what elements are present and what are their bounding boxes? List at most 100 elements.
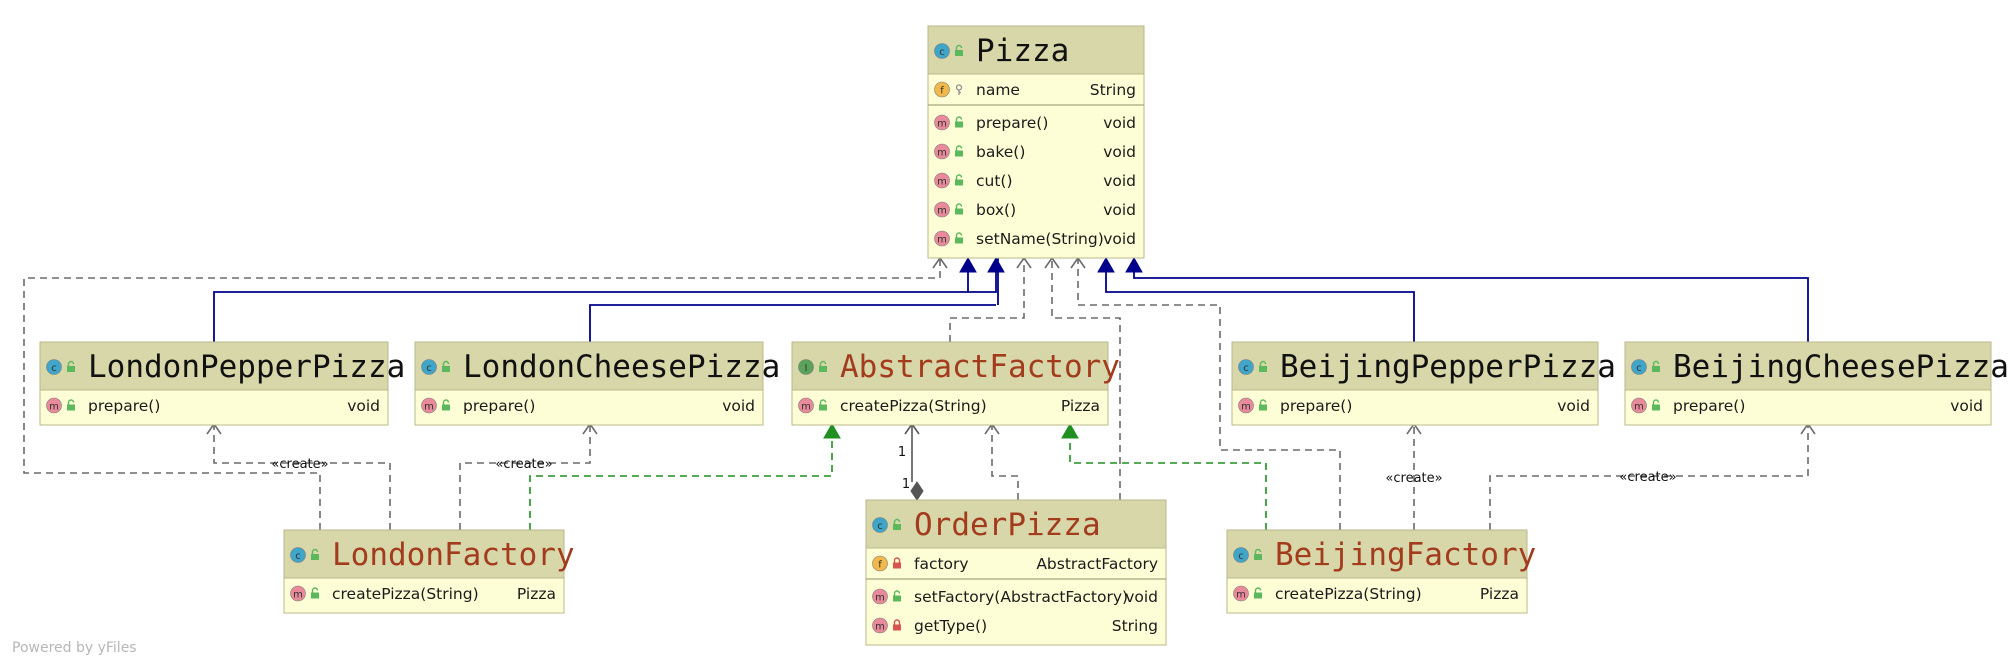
- unlock-icon: [955, 174, 963, 186]
- method-name: prepare(): [1280, 397, 1352, 415]
- svg-text:m: m: [937, 235, 947, 246]
- class-name: OrderPizza: [914, 507, 1101, 543]
- method-icon: m: [290, 585, 306, 602]
- svg-text:m: m: [49, 402, 59, 413]
- unlock-icon: [819, 360, 827, 372]
- svg-text:c: c: [295, 551, 301, 562]
- class-header: [283, 529, 565, 579]
- unlock-icon: [442, 360, 450, 372]
- svg-text:c: c: [939, 47, 945, 58]
- class-icon: c: [46, 359, 62, 375]
- return-type: Pizza: [517, 585, 556, 603]
- unlock-icon: [1652, 360, 1660, 372]
- method-name: prepare(): [463, 397, 535, 415]
- svg-text:m: m: [937, 148, 947, 159]
- class-icon: c: [872, 517, 888, 533]
- svg-text:m: m: [293, 590, 303, 601]
- svg-text:m: m: [1236, 590, 1246, 601]
- unlock-icon: [955, 116, 963, 128]
- class-name: LondonFactory: [332, 537, 575, 573]
- realization-edge: [1069, 424, 1267, 530]
- method-row[interactable]: m prepare() void: [421, 397, 756, 415]
- method-icon: m: [421, 397, 437, 414]
- svg-text:c: c: [426, 363, 432, 374]
- svg-text:c: c: [1243, 363, 1249, 374]
- field-icon: f: [872, 555, 888, 572]
- class-header: [927, 25, 1145, 75]
- svg-text:c: c: [877, 521, 883, 532]
- unlock-icon: [67, 360, 75, 372]
- svg-text:c: c: [1238, 551, 1244, 562]
- svg-text:m: m: [1634, 402, 1644, 413]
- class-name: LondonPepperPizza: [88, 349, 405, 385]
- unlock-icon: [1254, 548, 1262, 560]
- create-dependency-edge: [459, 424, 591, 530]
- return-type: void: [722, 397, 755, 415]
- lock-icon: [893, 619, 901, 631]
- key-icon: [955, 84, 963, 95]
- class-header: [414, 341, 764, 391]
- dependency-edge: [1077, 258, 1341, 530]
- class-header: [791, 341, 1109, 391]
- svg-text:I: I: [805, 363, 808, 374]
- method-name: box(): [976, 201, 1016, 219]
- class-header: [1231, 341, 1599, 391]
- dependency-edge: [991, 424, 1019, 500]
- return-type: void: [1103, 230, 1136, 248]
- return-type: void: [1103, 114, 1136, 132]
- unlock-icon: [893, 590, 901, 602]
- filled-arrowhead: [987, 256, 1005, 273]
- class-name: AbstractFactory: [840, 349, 1120, 385]
- edge-label: 1: [898, 445, 906, 460]
- class-icon: c: [1233, 547, 1249, 563]
- field-name: factory: [914, 555, 969, 573]
- edge-label: «create»: [495, 457, 552, 472]
- unlock-icon: [955, 145, 963, 157]
- svg-text:c: c: [1636, 363, 1642, 374]
- unlock-icon: [955, 44, 963, 56]
- method-name: cut(): [976, 172, 1013, 190]
- generalization-edge: [1105, 258, 1415, 342]
- field-type: String: [1090, 81, 1136, 99]
- class-icon: c: [934, 43, 950, 59]
- field-icon: f: [934, 81, 950, 98]
- filled-arrowhead: [823, 422, 841, 439]
- svg-text:f: f: [878, 560, 882, 571]
- return-type: void: [1950, 397, 1983, 415]
- unlock-icon: [1652, 399, 1660, 411]
- class-name: BeijingFactory: [1275, 537, 1536, 573]
- unlock-icon: [893, 518, 901, 530]
- method-icon: m: [872, 617, 888, 634]
- unlock-icon: [311, 587, 319, 599]
- unlock-icon: [1254, 587, 1262, 599]
- svg-text:f: f: [940, 86, 944, 97]
- class-icon: c: [290, 547, 306, 563]
- return-type: Pizza: [1061, 397, 1100, 415]
- return-type: void: [347, 397, 380, 415]
